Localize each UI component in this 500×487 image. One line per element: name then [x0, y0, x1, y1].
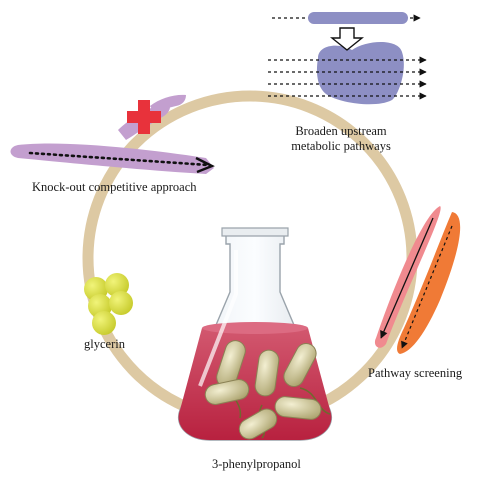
pathway-screening-label: Pathway screening [368, 366, 463, 380]
glycerin-molecule-icon [84, 273, 133, 335]
broaden-label-line2: metabolic pathways [291, 139, 391, 153]
down-arrow-icon [330, 27, 364, 51]
cross-icon [127, 100, 161, 134]
knockout-arrow-icon [10, 94, 215, 174]
glycerin-label: glycerin [84, 337, 125, 351]
bacteria-cells-icon [204, 340, 331, 440]
broaden-label-line1: Broaden upstream [295, 124, 387, 138]
product-label: 3-phenylpropanol [212, 457, 301, 471]
upstream-pathway-shape [268, 12, 427, 105]
pathway-screening-arrows-icon [374, 206, 461, 354]
broaden-label: Broaden upstream metabolic pathways [276, 124, 406, 154]
knockout-label: Knock-out competitive approach [32, 180, 197, 194]
